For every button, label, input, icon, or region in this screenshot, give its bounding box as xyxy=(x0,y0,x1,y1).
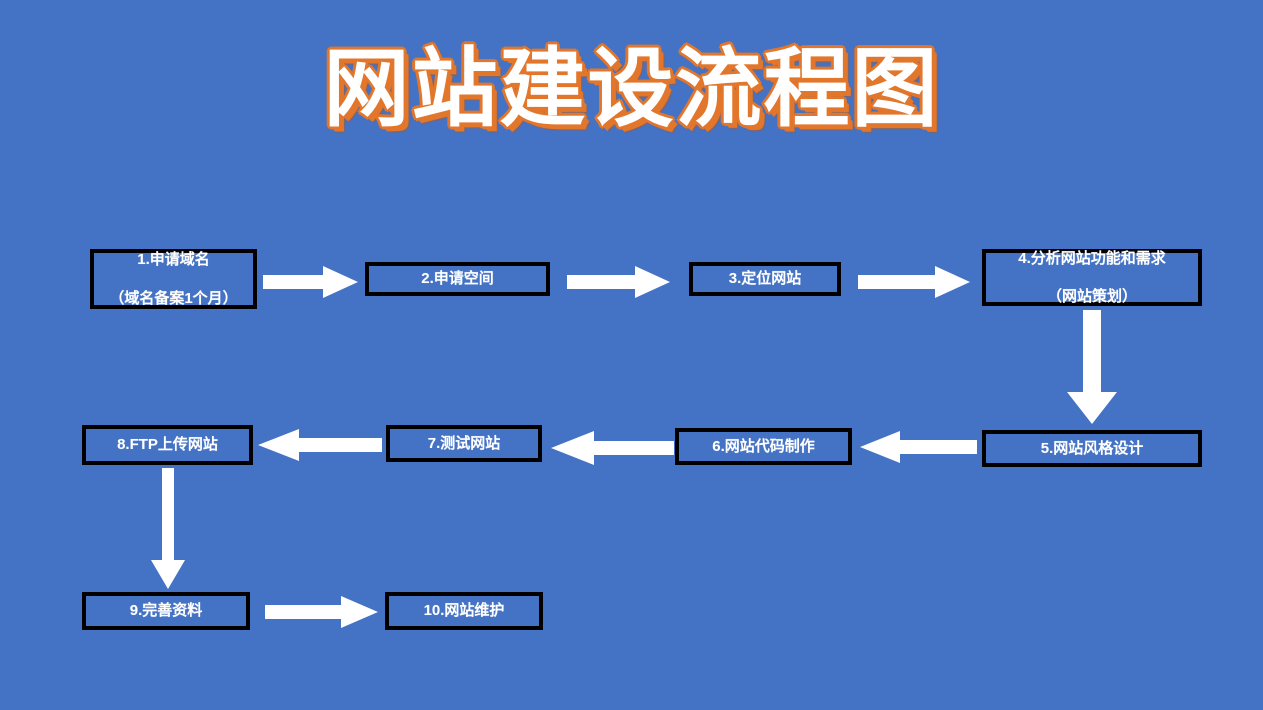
flow-node-10[interactable]: 10.网站维护 xyxy=(385,592,543,630)
flow-node-9-label: 9.完善资料 xyxy=(129,602,203,620)
flow-node-6-label: 6.网站代码制作 xyxy=(712,437,815,455)
flow-node-3-label: 3.定位网站 xyxy=(728,270,802,288)
flow-node-10-label: 10.网站维护 xyxy=(423,602,505,620)
page-title: 网站建设流程图 xyxy=(323,38,940,139)
flow-node-5-label: 5.网站风格设计 xyxy=(1040,439,1144,457)
flow-node-2[interactable]: 2.申请空间 xyxy=(365,262,550,296)
connector-8-to-9 xyxy=(150,468,186,590)
connector-5-to-6 xyxy=(860,430,977,464)
connector-4-to-5 xyxy=(1066,310,1118,425)
flow-node-9[interactable]: 9.完善资料 xyxy=(82,592,250,630)
flow-node-5[interactable]: 5.网站风格设计 xyxy=(982,430,1202,467)
flow-node-1[interactable]: 1.申请域名 （域名备案1个月） xyxy=(90,249,257,309)
flow-node-2-label: 2.申请空间 xyxy=(421,270,494,288)
flow-node-7[interactable]: 7.测试网站 xyxy=(386,425,542,462)
connector-6-to-7 xyxy=(551,430,674,466)
connector-1-to-2 xyxy=(263,265,358,299)
flow-node-8[interactable]: 8.FTP上传网站 xyxy=(82,425,253,465)
flow-node-1-line1: 1.申请域名 xyxy=(137,251,210,269)
flow-node-4[interactable]: 4.分析网站功能和需求 （网站策划） xyxy=(982,249,1202,306)
flow-node-4-line2: （网站策划） xyxy=(1046,288,1137,306)
flow-node-3[interactable]: 3.定位网站 xyxy=(689,262,841,296)
flow-node-7-label: 7.测试网站 xyxy=(427,434,501,452)
flow-node-8-label: 8.FTP上传网站 xyxy=(117,436,218,454)
flow-node-4-line1: 4.分析网站功能和需求 xyxy=(1018,249,1166,267)
connector-7-to-8 xyxy=(258,428,382,462)
connector-3-to-4 xyxy=(858,265,970,299)
flow-node-1-line2: （域名备案1个月） xyxy=(109,289,238,307)
connector-2-to-3 xyxy=(567,265,670,299)
flow-node-6[interactable]: 6.网站代码制作 xyxy=(675,428,852,465)
connector-9-to-10 xyxy=(265,596,378,628)
